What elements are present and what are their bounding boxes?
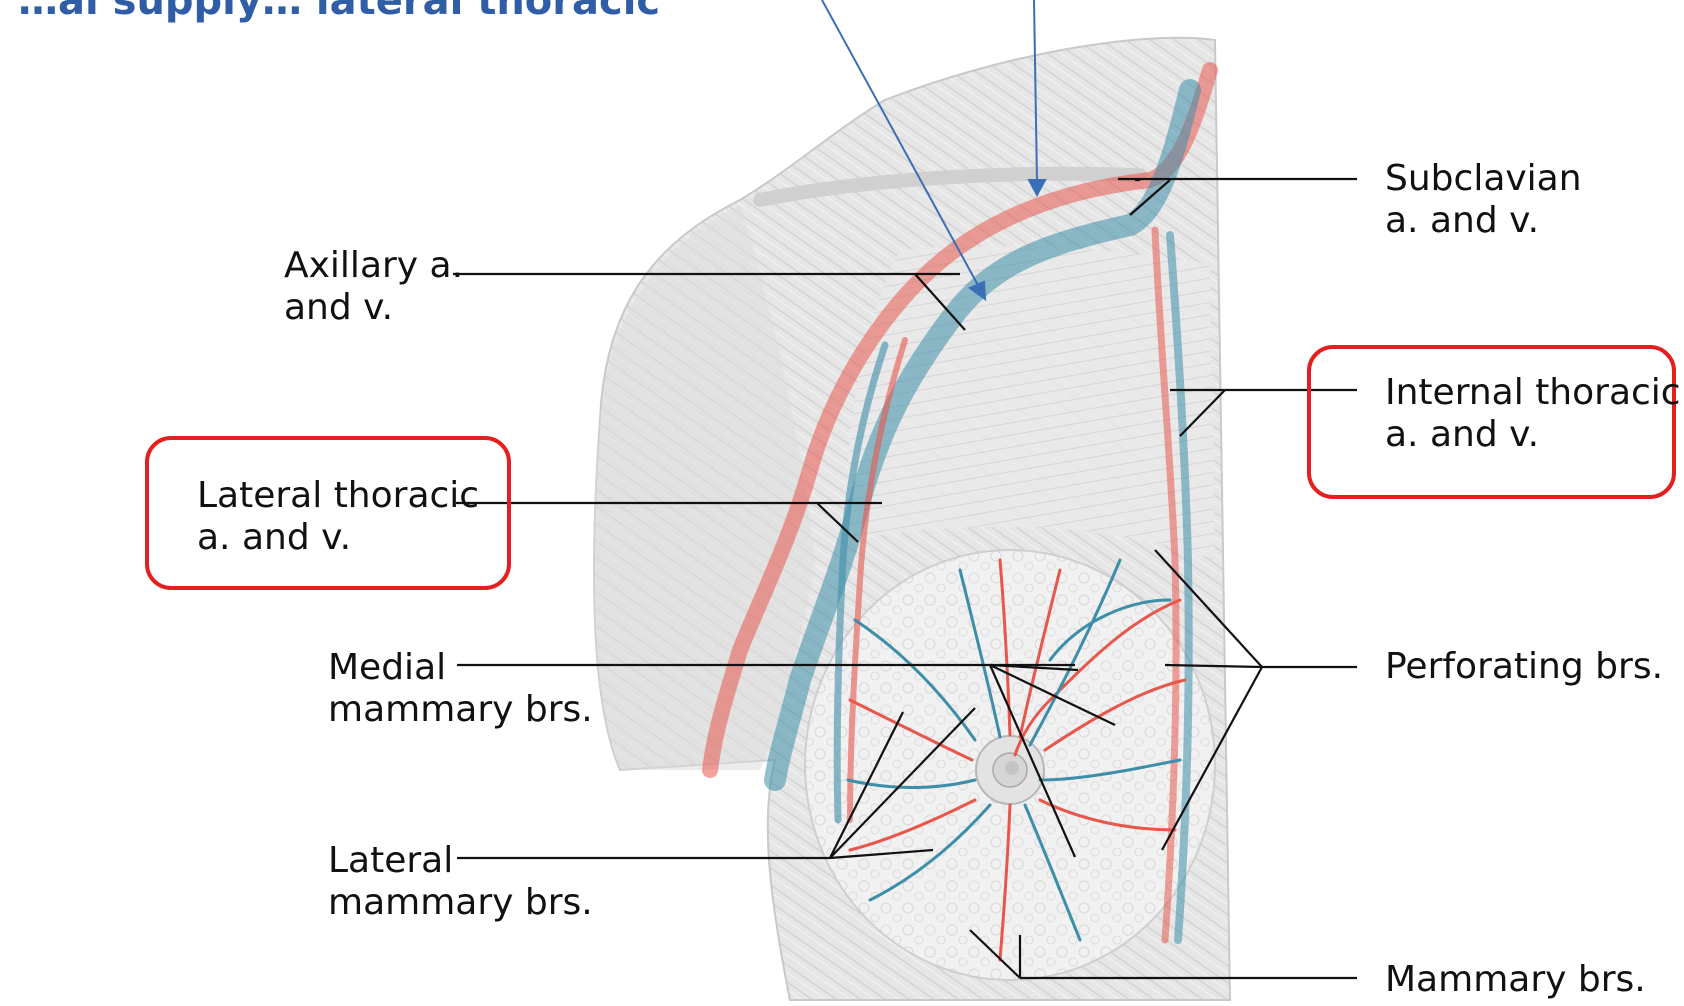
label-axillary: Axillary a. and v. — [284, 245, 463, 329]
label-axillary-line2: and v. — [284, 287, 463, 329]
label-perforating-line1: Perforating brs. — [1385, 646, 1663, 688]
label-subclavian-line2: a. and v. — [1385, 200, 1582, 242]
slide-title: …al supply… lateral thoracic — [18, 0, 660, 24]
label-medial-mammary: Medial mammary brs. — [328, 647, 593, 731]
label-lateral-thoracic-line1: Lateral thoracic — [197, 475, 479, 517]
label-internal-thoracic-line2: a. and v. — [1385, 414, 1681, 456]
label-subclavian: Subclavian a. and v. — [1385, 158, 1582, 242]
label-subclavian-line1: Subclavian — [1385, 158, 1582, 200]
label-mammary-line1: Mammary brs. — [1385, 959, 1646, 1001]
label-perforating: Perforating brs. — [1385, 646, 1663, 688]
label-medial-mammary-line2: mammary brs. — [328, 689, 593, 731]
label-lateral-thoracic: Lateral thoracic a. and v. — [197, 475, 479, 559]
label-internal-thoracic: Internal thoracic a. and v. — [1385, 372, 1681, 456]
label-mammary: Mammary brs. — [1385, 959, 1646, 1001]
label-axillary-line1: Axillary a. — [284, 245, 463, 287]
label-lateral-mammary-line2: mammary brs. — [328, 882, 593, 924]
label-internal-thoracic-line1: Internal thoracic — [1385, 372, 1681, 414]
label-lateral-thoracic-line2: a. and v. — [197, 517, 479, 559]
label-medial-mammary-line1: Medial — [328, 647, 593, 689]
label-lateral-mammary-line1: Lateral — [328, 840, 593, 882]
label-lateral-mammary: Lateral mammary brs. — [328, 840, 593, 924]
